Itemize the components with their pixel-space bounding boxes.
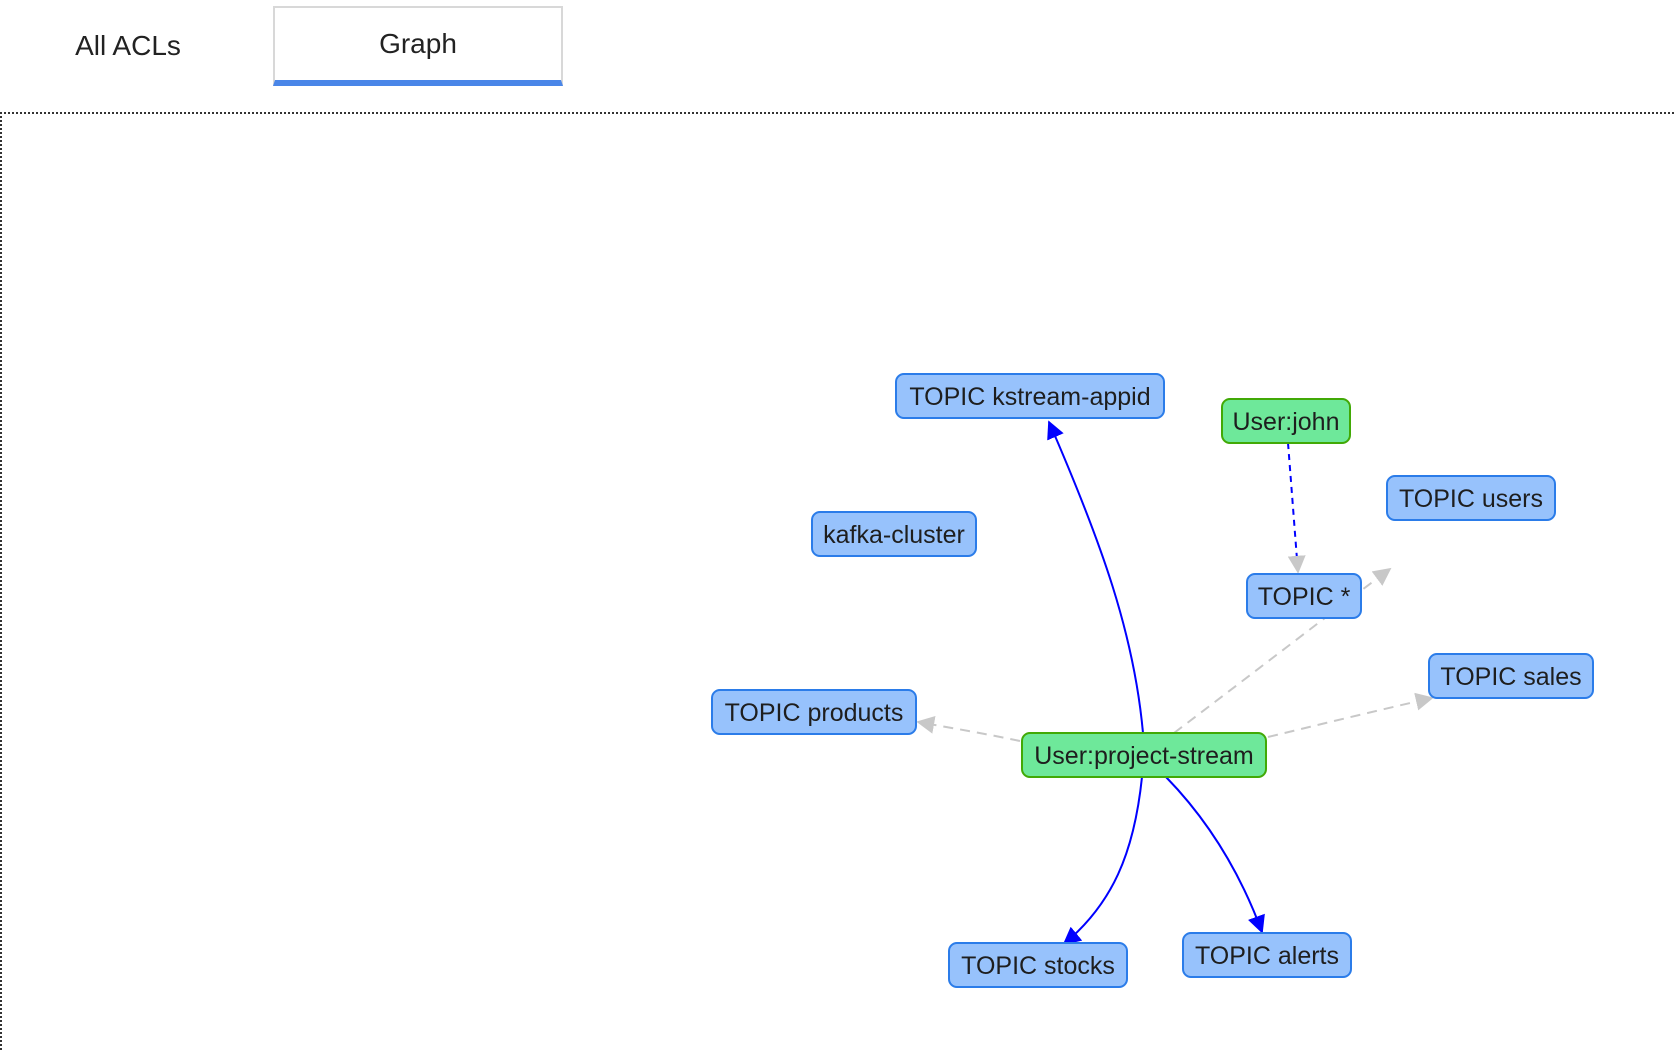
tab-all-acls[interactable]: All ACLs <box>75 30 181 61</box>
node-label: TOPIC kstream-appid <box>909 383 1150 411</box>
node-label: User:john <box>1233 408 1340 436</box>
node-box[interactable] <box>811 511 977 557</box>
node-users[interactable]: TOPIC users <box>1386 475 1556 521</box>
node-box[interactable] <box>1182 932 1352 978</box>
node-kstream[interactable]: TOPIC kstream-appid <box>895 373 1165 419</box>
node-products[interactable]: TOPIC products <box>711 689 917 735</box>
edge-project-products[interactable] <box>916 715 1021 742</box>
node-star[interactable]: TOPIC * <box>1246 573 1362 619</box>
node-label: TOPIC sales <box>1440 663 1581 691</box>
tab-bar: All ACLs Graph <box>0 0 1674 112</box>
node-john[interactable]: User:john <box>1221 398 1351 444</box>
node-label: User:project-stream <box>1034 742 1254 770</box>
node-box[interactable] <box>948 942 1128 988</box>
edge-project-users[interactable] <box>1173 567 1392 734</box>
node-label: kafka-cluster <box>823 521 965 549</box>
node-stocks[interactable]: TOPIC stocks <box>948 942 1128 988</box>
node-box[interactable] <box>1221 398 1351 444</box>
edge-john-star[interactable] <box>1287 442 1306 574</box>
node-label: TOPIC products <box>725 699 904 727</box>
node-label: TOPIC alerts <box>1195 942 1339 970</box>
node-box[interactable] <box>1021 732 1267 778</box>
node-box[interactable] <box>1246 573 1362 619</box>
node-project[interactable]: User:project-stream <box>1021 732 1267 778</box>
node-label: TOPIC users <box>1399 485 1543 513</box>
node-label: TOPIC stocks <box>961 952 1115 980</box>
node-alerts[interactable]: TOPIC alerts <box>1182 932 1352 978</box>
node-cluster[interactable]: kafka-cluster <box>811 511 977 557</box>
node-box[interactable] <box>1386 475 1556 521</box>
node-sales[interactable]: TOPIC sales <box>1428 653 1594 699</box>
node-label: TOPIC * <box>1258 583 1351 611</box>
edge-project-sales[interactable] <box>1267 692 1434 738</box>
tab-graph[interactable]: Graph <box>273 6 563 86</box>
node-box[interactable] <box>1428 653 1594 699</box>
edge-project-stocks[interactable] <box>1062 776 1143 946</box>
edge-project-alerts[interactable] <box>1165 776 1265 934</box>
node-box[interactable] <box>711 689 917 735</box>
node-box[interactable] <box>895 373 1165 419</box>
edge-project-kstream[interactable] <box>1047 420 1144 734</box>
edges-layer <box>916 420 1434 946</box>
